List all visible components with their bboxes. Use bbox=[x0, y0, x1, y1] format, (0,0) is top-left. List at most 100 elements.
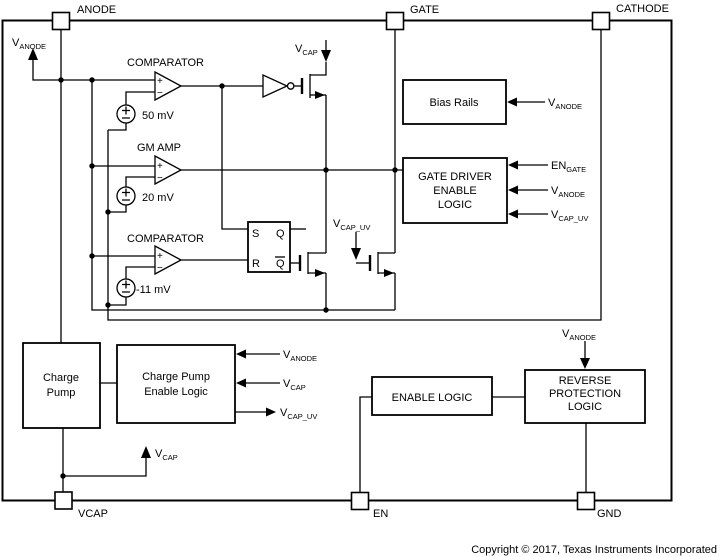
gdel-box bbox=[402, 157, 508, 224]
pin-cathode[interactable]: CATHODE bbox=[591, 3, 669, 31]
wire-offset1-bottom bbox=[108, 123, 127, 131]
m1-drain bbox=[310, 62, 327, 76]
comparator-bottom: COMPARATOR + − -11 mV bbox=[116, 233, 204, 298]
enable-logic-block: ENABLE LOGIC bbox=[371, 376, 573, 416]
en-pad[interactable] bbox=[350, 491, 370, 511]
plus-minus-icon bbox=[122, 106, 130, 119]
offset-top-label: 50 mV bbox=[142, 110, 174, 122]
minus-sign: − bbox=[157, 88, 163, 99]
gdel-vanode-label: VANODE bbox=[551, 185, 585, 199]
inverter-bubble bbox=[286, 82, 295, 90]
comparator-top-symbol bbox=[154, 70, 183, 102]
wire-comp2-minus bbox=[125, 266, 155, 279]
pin-en[interactable]: EN bbox=[350, 491, 389, 521]
label-sub: ANODE bbox=[558, 190, 585, 199]
wire-latch-s-in bbox=[221, 86, 248, 230]
rpl-vanode-label: VANODE bbox=[562, 328, 596, 342]
label-base: V bbox=[155, 448, 163, 460]
vcap-pin-label: VCAP bbox=[78, 508, 108, 520]
label-base: V bbox=[562, 328, 570, 340]
gdel-line3: LOGIC bbox=[438, 199, 472, 211]
right-arrow-icon bbox=[266, 407, 276, 417]
copyright-text: Copyright © 2017, Texas Instruments Inco… bbox=[471, 544, 717, 556]
left-arrow-icon bbox=[508, 185, 518, 195]
bias-rails-block: Bias Rails VANODE bbox=[402, 79, 582, 125]
gdel-vcapuv-label: VCAP_UV bbox=[551, 209, 588, 223]
charge-pump-enable-logic-block: Charge Pump Enable Logic VANODE VCAP VCA… bbox=[116, 344, 317, 424]
vcap-pad[interactable] bbox=[54, 491, 73, 510]
down-arrow-icon bbox=[580, 358, 590, 369]
latch-q-label: Q bbox=[276, 228, 285, 240]
comparator-top: COMPARATOR + − 50 mV bbox=[116, 57, 204, 124]
vcapuv-label: VCAP_UV bbox=[333, 218, 370, 232]
wire-vcap-branch bbox=[63, 458, 147, 477]
gm-amp: GM AMP + − 20 mV bbox=[116, 142, 183, 206]
pin-gate[interactable]: GATE bbox=[385, 4, 440, 31]
label-sub: ANODE bbox=[569, 333, 596, 342]
chip-boundary bbox=[1, 19, 673, 502]
charge-pump-line2: Pump bbox=[47, 387, 76, 399]
rpl-line3: LOGIC bbox=[568, 401, 602, 413]
left-arrow-icon bbox=[508, 160, 518, 170]
gnd-pin-label: GND bbox=[597, 508, 622, 520]
latch-r-label: R bbox=[252, 258, 260, 270]
vcap-label-sub: CAP bbox=[302, 48, 317, 57]
charge-pump-box bbox=[22, 342, 101, 429]
wire-plus-rail bbox=[91, 80, 395, 311]
label-base: V bbox=[280, 407, 288, 419]
m2-source-arrow-icon bbox=[315, 269, 325, 277]
vcap-supply-label: VCAP bbox=[295, 43, 318, 57]
mosfet-pullup: VCAP bbox=[295, 40, 331, 99]
vcap-label-base: V bbox=[295, 43, 303, 55]
label-sub: ANODE bbox=[555, 102, 582, 111]
wire-offset3-bottom bbox=[108, 297, 127, 306]
cathode-pin-label: CATHODE bbox=[616, 3, 669, 15]
label-base: V bbox=[551, 185, 559, 197]
up-arrow-icon bbox=[28, 48, 38, 60]
charge-pump-block: Charge Pump bbox=[22, 342, 101, 429]
reverse-protection-logic-block: REVERSE PROTECTION LOGIC VANODE bbox=[524, 328, 646, 424]
gnd-pad[interactable] bbox=[576, 491, 596, 511]
cpel-vcapuv-label: VCAP_UV bbox=[280, 407, 317, 421]
cpel-vanode-label: VANODE bbox=[283, 349, 317, 363]
comparator-top-label: COMPARATOR bbox=[127, 57, 204, 69]
wire-gm-minus bbox=[125, 176, 155, 187]
gate-pin-label: GATE bbox=[410, 4, 439, 16]
pin-gnd[interactable]: GND bbox=[576, 491, 622, 521]
plus-minus-icon bbox=[122, 280, 130, 293]
latch-s-label: S bbox=[252, 228, 259, 240]
plus-sign: + bbox=[157, 251, 163, 262]
plus-sign: + bbox=[157, 76, 163, 87]
label-sub: CAP bbox=[162, 453, 177, 462]
pin-vcap[interactable]: VCAP bbox=[54, 491, 108, 520]
vanode-label-base: V bbox=[12, 37, 20, 49]
gm-amp-label: GM AMP bbox=[137, 142, 181, 154]
left-arrow-icon bbox=[507, 97, 517, 107]
gate-pad[interactable] bbox=[385, 11, 405, 31]
minus-sign: − bbox=[157, 173, 163, 184]
inverter-symbol bbox=[262, 73, 289, 99]
gdel-line2: ENABLE bbox=[433, 185, 476, 197]
plus-minus-icon bbox=[122, 188, 130, 201]
gate-driver-enable-logic-block: GATE DRIVER ENABLE LOGIC ENGATE VANODE V… bbox=[402, 157, 588, 224]
minus-sign: − bbox=[157, 263, 163, 274]
cpel-box bbox=[116, 344, 236, 424]
down-arrow-icon bbox=[321, 50, 331, 62]
label-sub: CAP_UV bbox=[287, 412, 317, 421]
anode-pad[interactable] bbox=[51, 11, 71, 31]
mosfet-pulldown-latch bbox=[298, 252, 326, 277]
bias-rails-label: Bias Rails bbox=[430, 97, 479, 109]
wire-comp1-minus bbox=[125, 91, 155, 105]
vcap-tap-label: VCAP bbox=[155, 448, 178, 462]
pin-anode[interactable]: ANODE bbox=[51, 4, 117, 31]
wire-vanode-sense bbox=[32, 60, 155, 81]
cathode-pad[interactable] bbox=[591, 11, 611, 31]
vanode-sense-arrow: VANODE bbox=[12, 37, 46, 60]
label-sub: GATE bbox=[566, 165, 586, 174]
vanode-label: VANODE bbox=[12, 37, 46, 51]
up-arrow-icon bbox=[141, 446, 151, 458]
m3-source-arrow-icon bbox=[384, 269, 394, 277]
down-arrow-icon bbox=[351, 248, 361, 260]
bias-rails-box bbox=[402, 79, 507, 125]
